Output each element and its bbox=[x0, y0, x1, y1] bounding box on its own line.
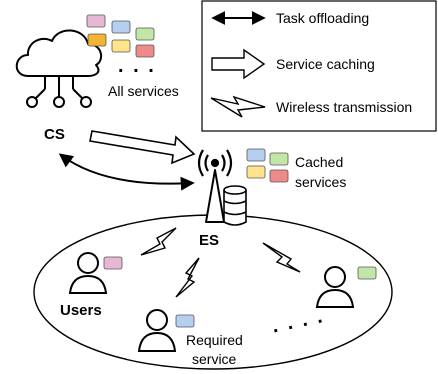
legend-service-caching-label: Service caching bbox=[276, 56, 375, 72]
edge-server: ES Cached services bbox=[197, 148, 346, 249]
cached-services-label-line1: Cached bbox=[295, 154, 343, 170]
wireless-bolt-right bbox=[262, 242, 301, 273]
cloud-icon bbox=[15, 29, 103, 77]
edge-server-label: ES bbox=[199, 232, 219, 249]
all-services-label: All services bbox=[108, 83, 179, 99]
required-service-block bbox=[103, 256, 123, 270]
wireless-bolt-left bbox=[140, 227, 177, 256]
service-block bbox=[111, 39, 131, 53]
required-service-block bbox=[357, 266, 377, 280]
legend-task-offloading-label: Task offloading bbox=[276, 10, 369, 26]
all-services-group bbox=[86, 14, 155, 58]
required-service-label-line1: Required bbox=[186, 332, 243, 348]
database-icon bbox=[223, 185, 247, 226]
signal-icon bbox=[197, 149, 233, 177]
cached-services-group bbox=[246, 148, 289, 183]
user-left: Users bbox=[60, 252, 123, 319]
antenna-tower-icon bbox=[205, 169, 225, 223]
users-label: Users bbox=[60, 302, 102, 319]
person-icon bbox=[68, 252, 108, 294]
cloud-server: CS . . . All services bbox=[15, 14, 179, 143]
user-bottom: Required service bbox=[137, 309, 243, 367]
cached-services-label-line2: services bbox=[295, 174, 346, 190]
user-right bbox=[315, 266, 377, 308]
service-block bbox=[111, 20, 131, 34]
service-block bbox=[246, 148, 266, 162]
legend-wireless-transmission-label: Wireless transmission bbox=[276, 99, 412, 115]
network-nodes-icon bbox=[26, 76, 92, 108]
person-icon bbox=[137, 309, 177, 352]
all-services-ellipsis: . . . bbox=[118, 55, 156, 77]
service-block bbox=[246, 165, 266, 179]
service-caching-legend-icon bbox=[211, 48, 266, 80]
wireless-bolt-middle bbox=[175, 257, 200, 298]
legend: Task offloading Service caching Wireless… bbox=[201, 0, 437, 132]
task-offloading-arrow bbox=[58, 153, 195, 191]
cloud-server-label: CS bbox=[44, 126, 65, 143]
required-service-block bbox=[175, 314, 195, 328]
wireless-transmission-legend-icon bbox=[210, 95, 266, 118]
service-block bbox=[135, 27, 155, 41]
service-block bbox=[87, 33, 107, 47]
service-caching-arrow bbox=[89, 130, 196, 165]
service-block bbox=[269, 152, 289, 166]
service-block bbox=[135, 44, 155, 58]
person-icon bbox=[315, 266, 355, 308]
required-service-label-line2: service bbox=[192, 351, 237, 367]
service-block bbox=[269, 169, 289, 183]
service-block bbox=[86, 14, 106, 28]
wireless-links bbox=[140, 227, 301, 298]
